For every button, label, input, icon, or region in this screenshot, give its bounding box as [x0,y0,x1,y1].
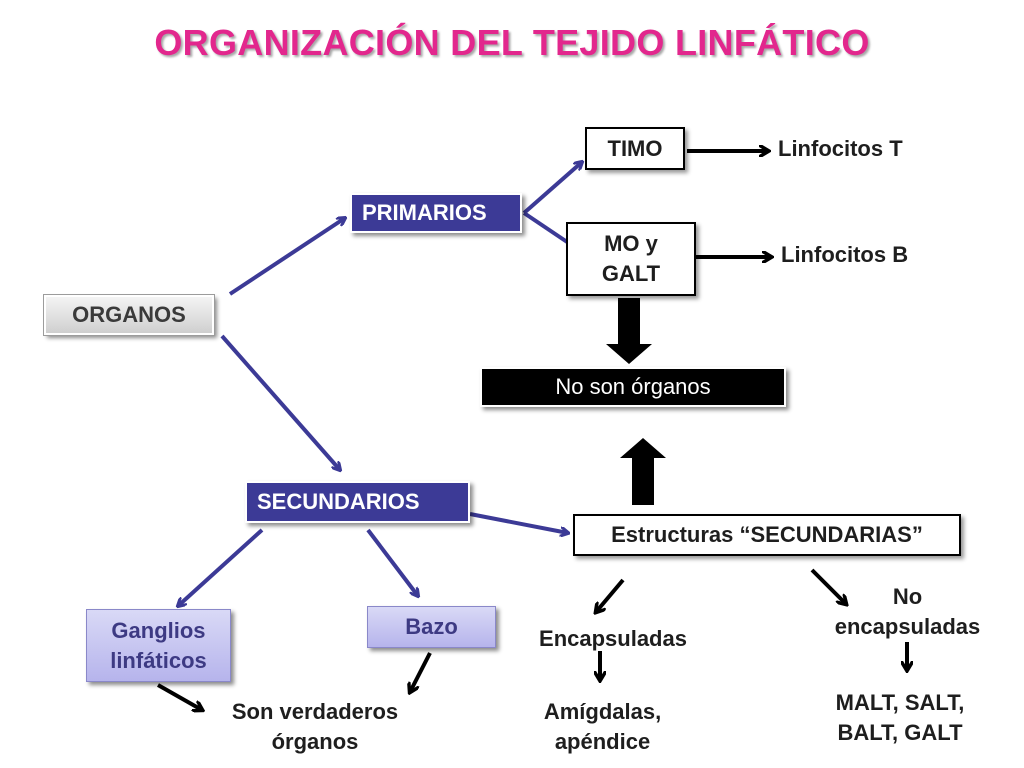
arrow-ganglios-verdaderos [157,683,202,710]
block-arrow-up [620,438,666,505]
node-timo: TIMO [585,127,685,170]
node-estructuras-secundarias: Estructuras “SECUNDARIAS” [573,514,961,556]
label-malt-salt-balt-galt: MALT, SALT, BALT, GALT [835,690,965,745]
arrow-secundarios-bazo [366,528,418,596]
arrow-secundarios-ganglios [178,528,264,606]
block-arrow-down [606,298,652,364]
arrow-organos-primarios [228,218,345,296]
label-amigdalas-apendice: Amígdalas, apéndice [543,699,662,754]
label-encapsuladas: Encapsuladas [539,626,687,651]
label-no-encapsuladas: No encapsuladas [834,584,981,639]
label-linfocitos-t: Linfocitos T [778,136,903,161]
arrow-organos-secundarios [220,334,340,470]
node-organos: ORGANOS [43,294,215,336]
label-linfocitos-b: Linfocitos B [781,242,909,267]
node-ganglios-linfaticos: Ganglios linfáticos [86,609,231,682]
node-no-son-organos: No son órganos [480,367,786,407]
label-son-verdaderos-organos: Son verdaderos órganos [231,699,399,754]
arrow-estructuras-no-encapsuladas [810,568,846,604]
arrow-estructuras-encapsuladas [596,578,625,612]
page-title: ORGANIZACIÓN DEL TEJIDO LINFÁTICO [154,22,870,63]
node-primarios: PRIMARIOS [350,193,522,233]
node-mo-galt: MO y GALT [566,222,696,296]
arrow-primarios-timo [522,162,582,215]
node-bazo: Bazo [367,606,496,648]
arrow-secundarios-estructuras [469,512,568,533]
arrow-bazo-verdaderos [410,652,432,692]
node-secundarios: SECUNDARIOS [245,481,470,523]
